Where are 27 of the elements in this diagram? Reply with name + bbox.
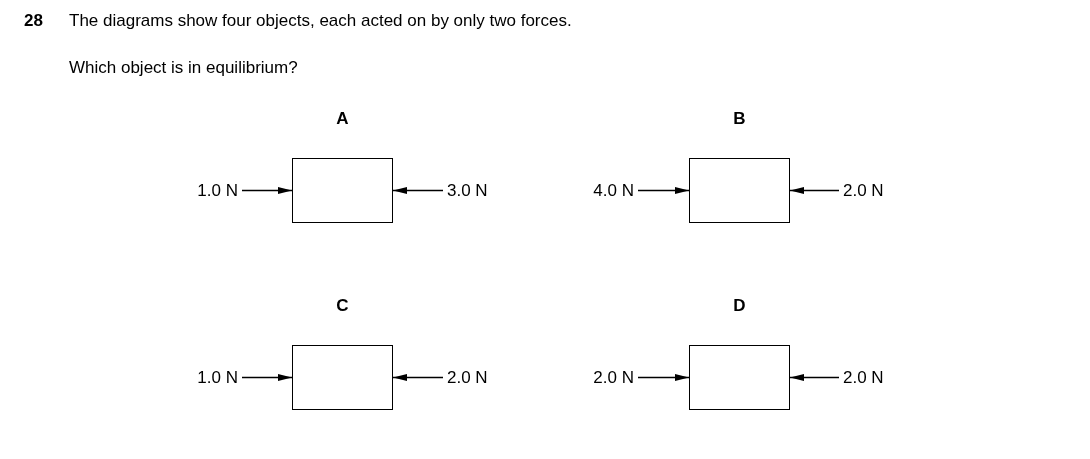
force-arrow bbox=[392, 187, 444, 194]
object-letter: B bbox=[732, 108, 747, 130]
object-box bbox=[689, 158, 790, 223]
object-letter: D bbox=[732, 295, 747, 317]
force-label: 2.0 N bbox=[443, 365, 509, 391]
object-box bbox=[292, 345, 393, 410]
force-label: 1.0 N bbox=[176, 365, 242, 391]
object-letter: C bbox=[335, 295, 350, 317]
force-label: 3.0 N bbox=[443, 178, 509, 204]
force-arrow bbox=[241, 374, 293, 381]
force-label: 1.0 N bbox=[176, 178, 242, 204]
force-arrow bbox=[392, 374, 444, 381]
force-label: 4.0 N bbox=[572, 178, 638, 204]
force-label: 2.0 N bbox=[839, 365, 905, 391]
question-text: Which object is in equilibrium? bbox=[69, 57, 298, 79]
question-number: 28 bbox=[24, 10, 43, 32]
object-letter: A bbox=[335, 108, 350, 130]
force-arrow bbox=[789, 374, 840, 381]
object-box bbox=[292, 158, 393, 223]
force-arrow bbox=[241, 187, 293, 194]
force-arrow bbox=[637, 374, 690, 381]
force-arrow bbox=[637, 187, 690, 194]
force-label: 2.0 N bbox=[839, 178, 905, 204]
force-label: 2.0 N bbox=[572, 365, 638, 391]
force-arrow bbox=[789, 187, 840, 194]
object-box bbox=[689, 345, 790, 410]
question-text: The diagrams show four objects, each acted on by only two forces. bbox=[69, 10, 572, 32]
